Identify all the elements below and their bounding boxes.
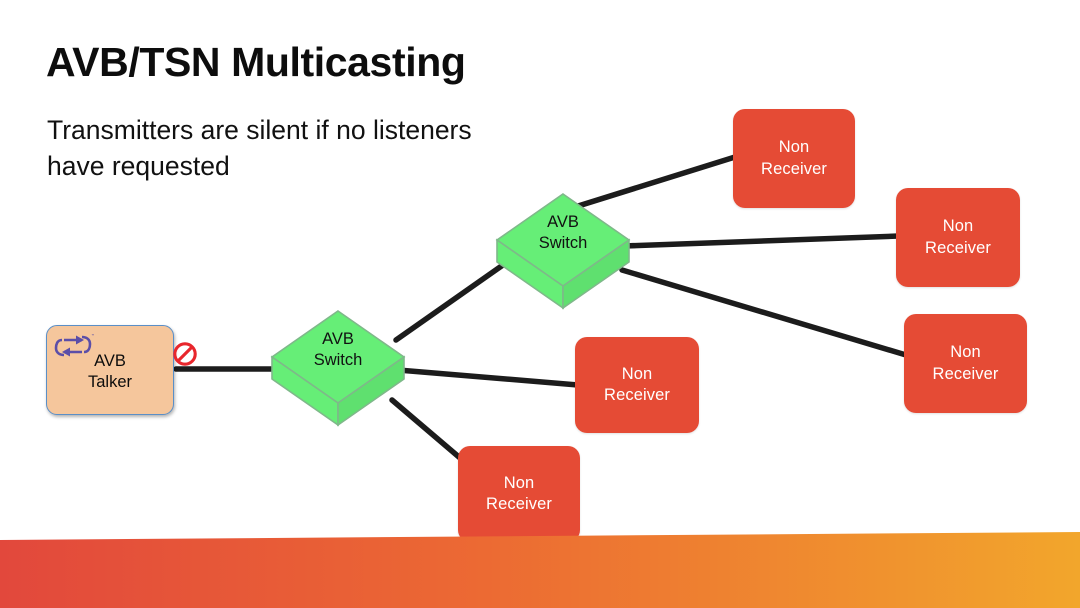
switch-cube-2	[495, 193, 631, 310]
receiver-5-label-line2: Receiver	[486, 495, 552, 513]
avnu-certified-icon: ™	[54, 333, 94, 357]
node-non-receiver-5[interactable]: Non Receiver	[458, 446, 580, 542]
banner-shape	[0, 532, 1080, 608]
link-switch1-receiver3	[395, 367, 581, 388]
node-avb-switch-2[interactable]: AVB Switch	[493, 188, 633, 313]
prohibition-icon	[173, 342, 197, 366]
receiver-3-label: Non Receiver	[604, 364, 670, 407]
receiver-1-label: Non Receiver	[761, 137, 827, 180]
receiver-2-label-line1: Non	[942, 217, 974, 236]
talker-label-line1: AVB	[94, 351, 126, 370]
switch-cube-1	[270, 310, 406, 427]
receiver-4-label-line1: Non	[950, 343, 981, 362]
receiver-1-label-line1: Non	[778, 138, 810, 157]
node-non-receiver-4[interactable]: Non Receiver	[904, 314, 1027, 413]
receiver-2-label-line2: Receiver	[925, 238, 991, 257]
receiver-2-label: Non Receiver	[925, 216, 991, 259]
talker-label: AVB Talker	[47, 351, 173, 393]
receiver-3-label-line1: Non	[621, 364, 653, 383]
node-avb-switch-1[interactable]: AVB Switch	[268, 305, 408, 430]
link-switch2-receiver2	[621, 233, 902, 249]
node-non-receiver-3[interactable]: Non Receiver	[575, 337, 699, 433]
slide-subtitle: Transmitters are silent if no listeners …	[47, 115, 472, 181]
receiver-5-label: Non Receiver	[486, 473, 552, 516]
page-title: AVB/TSN Multicasting	[46, 39, 466, 85]
svg-text:™: ™	[91, 333, 94, 340]
receiver-4-label: Non Receiver	[933, 342, 999, 385]
footer-banner: AVIXA 汽车电子电气架构创新发展论坛	[0, 524, 1080, 608]
receiver-4-label-line2: Receiver	[932, 364, 999, 383]
receiver-3-label-line2: Receiver	[604, 386, 670, 404]
node-avb-talker[interactable]: ™ AVB Talker	[46, 325, 174, 415]
receiver-1-label-line2: Receiver	[761, 159, 827, 178]
node-non-receiver-2[interactable]: Non Receiver	[896, 188, 1020, 287]
node-non-receiver-1[interactable]: Non Receiver	[733, 109, 855, 208]
talker-label-line2: Talker	[87, 372, 132, 391]
receiver-5-label-line1: Non	[503, 473, 535, 492]
